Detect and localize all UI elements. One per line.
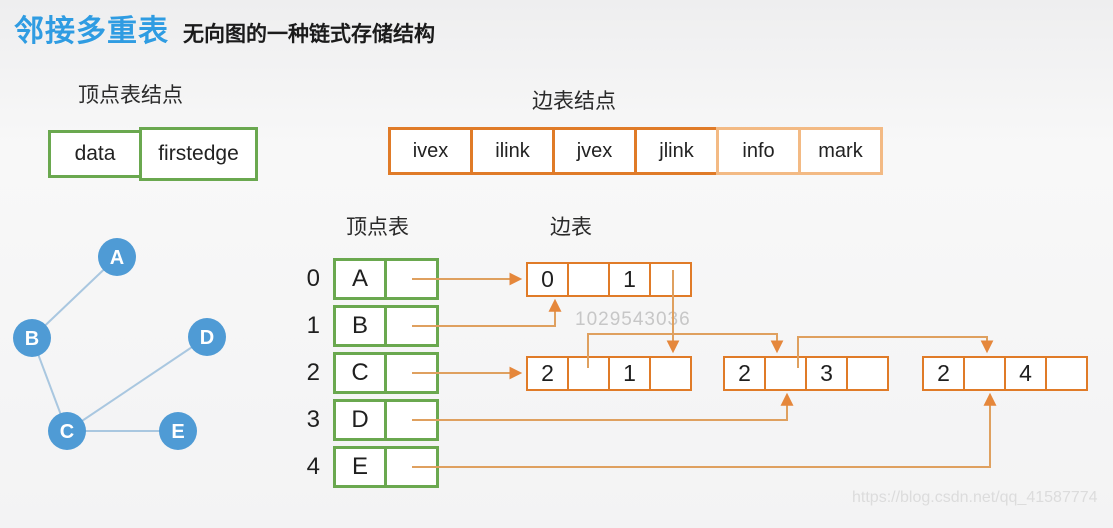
edge-node-2-4-jlink (1045, 356, 1088, 391)
svg-text:E: E (171, 421, 184, 443)
vertex-firstedge-cell-D (384, 399, 439, 441)
vertex-index-0: 0 (306, 265, 320, 292)
header: 邻接多重表 无向图的一种链式存储结构 (14, 6, 435, 50)
vertex-table-label: 顶点表 (346, 216, 409, 239)
vertex-firstedge-cell-C (384, 352, 439, 394)
graph-node-A: A (98, 238, 136, 276)
vertex-row-E: E (333, 446, 439, 488)
edge-node-2-1-ilink (567, 356, 610, 391)
vertex-row-B: B (333, 305, 439, 347)
vertex-data-cell-E: E (333, 446, 387, 488)
legend-data-cell: data (48, 130, 142, 178)
vertex-data-cell-B: B (333, 305, 387, 347)
svg-text:B: B (25, 328, 39, 350)
vertex-node-legend-label: 顶点表结点 (78, 84, 183, 107)
svg-text:C: C (60, 421, 74, 443)
graph-node-C: C (48, 412, 86, 450)
vertex-index-2: 2 (306, 359, 320, 386)
vertex-row-D: D (333, 399, 439, 441)
graph-node-D: D (188, 318, 226, 356)
edge-node-2-4-jvex: 4 (1004, 356, 1047, 391)
vertex-row-C: C (333, 352, 439, 394)
edge-node-2-3-ilink (764, 356, 807, 391)
graph-node-B: B (13, 319, 51, 357)
edge-node-0-1-ilink (567, 262, 610, 297)
pointer-firstedge-E (412, 392, 997, 468)
edge-node-2-1-ivex: 2 (526, 356, 569, 391)
legend-firstedge-cell: firstedge (139, 127, 258, 181)
edge-node-0-1-ivex: 0 (526, 262, 569, 297)
vertex-index-3: 3 (306, 406, 320, 433)
legend-jvex-cell: jvex (552, 127, 637, 175)
legend-mark-cell: mark (798, 127, 883, 175)
edge-node-2-1-jvex: 1 (608, 356, 651, 391)
graph-edge-A-B (31, 256, 118, 339)
page-title: 邻接多重表 (14, 15, 169, 48)
graph-edge-B-C (31, 337, 68, 432)
legend-ivex-cell: ivex (388, 127, 473, 175)
watermark-url: https://blog.csdn.net/qq_41587774 (852, 489, 1098, 506)
edge-node-2-3-jlink (846, 356, 889, 391)
vertex-firstedge-cell-A (384, 258, 439, 300)
graph-edge-C-D (66, 336, 208, 432)
vertex-data-cell-C: C (333, 352, 387, 394)
vertex-data-cell-A: A (333, 258, 387, 300)
edge-node-legend-row: ivex ilink jvex jlink info mark (388, 127, 883, 175)
edge-list-label: 边表 (550, 216, 592, 239)
svg-text:D: D (200, 327, 214, 349)
edge-node-2-4-ilink (963, 356, 1006, 391)
page-subtitle: 无向图的一种链式存储结构 (183, 23, 435, 46)
vertex-firstedge-cell-E (384, 446, 439, 488)
graph-node-E: E (159, 412, 197, 450)
vertex-index-4: 4 (306, 453, 320, 480)
legend-info-cell: info (716, 127, 801, 175)
vertex-firstedge-cell-B (384, 305, 439, 347)
pointer-firstedge-D (412, 392, 794, 421)
watermark-id: 1029543036 (575, 309, 691, 330)
legend-jlink-cell: jlink (634, 127, 719, 175)
edge-node-2-1-jlink (649, 356, 692, 391)
edge-node-2-3-jvex: 3 (805, 356, 848, 391)
vertex-row-A: A (333, 258, 439, 300)
edge-node-2-3-ivex: 2 (723, 356, 766, 391)
edge-node-0-1-jvex: 1 (608, 262, 651, 297)
vertex-index-1: 1 (306, 312, 320, 339)
svg-text:A: A (110, 247, 124, 269)
legend-ilink-cell: ilink (470, 127, 555, 175)
vertex-data-cell-D: D (333, 399, 387, 441)
edge-node-2-4-ivex: 2 (922, 356, 965, 391)
edge-node-legend-label: 边表结点 (532, 90, 616, 113)
edge-node-0-1-jlink (649, 262, 692, 297)
